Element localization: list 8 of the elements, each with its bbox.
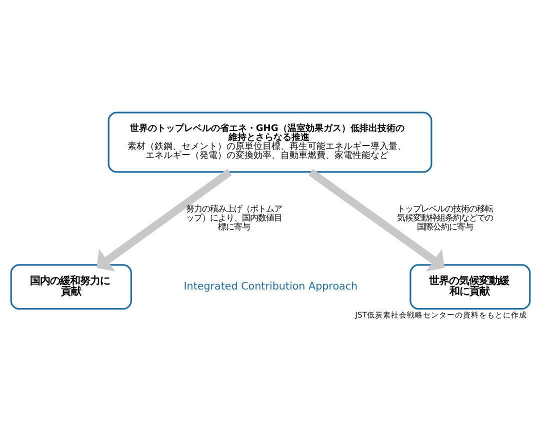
edge-label: 努力の積み上げ（ボトムアップ）により、国内数値目標に寄与 (186, 204, 282, 232)
arrow (96, 168, 232, 272)
node-box: 国内の緩和努力に貢献 (10, 264, 132, 310)
edge-label: トップレベルの技術の移転気候変動枠組条約などでの国際公約に寄与 (396, 204, 493, 232)
node-box: 世界のトップレベルの省エネ・GHG（温室効果ガス）低排出技術の維持とさらなる推進 素材（鉄鋼、セメント）の原単位目標、再生可能エネルギー導入量、エネルギー（発電）の変換効率、自動車燃費、家電性能など (108, 112, 432, 173)
node-box: 世界の気候変動緩和に貢献 (410, 264, 531, 310)
label: Integrated Contribution Approach (184, 280, 358, 292)
arrow (308, 168, 445, 272)
